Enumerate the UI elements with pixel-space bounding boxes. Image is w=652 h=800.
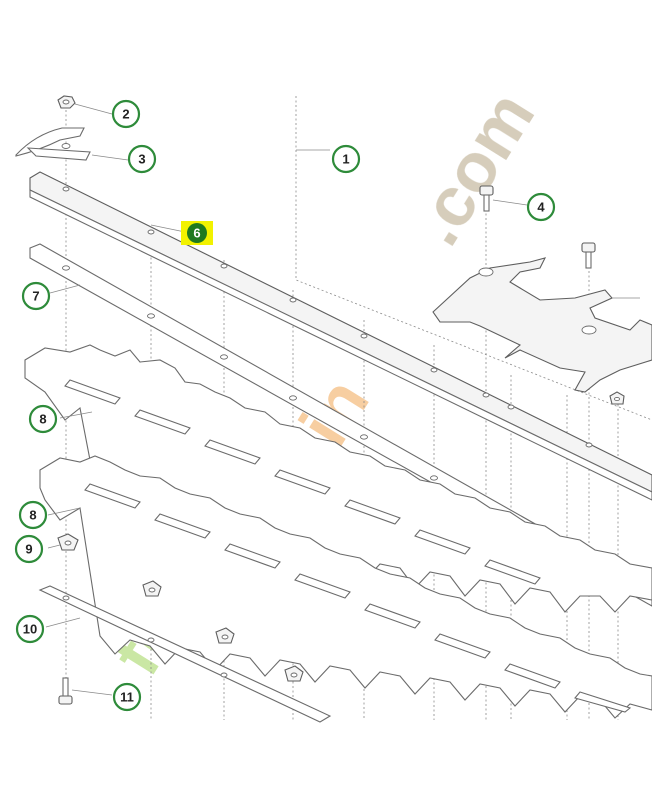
square-nut: [57, 533, 79, 551]
assembly-outline: [295, 96, 652, 421]
callout-label: 9: [25, 542, 32, 557]
part-square-nuts: [47, 533, 304, 682]
callout-label: 11: [120, 690, 134, 705]
callout-label: 2: [122, 107, 129, 122]
callout-10: 10: [15, 614, 45, 644]
part-lower-strip: [38, 585, 332, 723]
rail-holes: [62, 186, 593, 448]
callout-3: 3: [127, 144, 157, 174]
callout-1: 1: [331, 144, 361, 174]
square-nut: [142, 580, 162, 597]
bracket-bolt: [581, 242, 596, 269]
callout-label: 6: [193, 226, 200, 241]
part-guide-plate: [15, 127, 129, 161]
callout-label: 4: [537, 200, 545, 215]
callout-label: 10: [23, 622, 37, 637]
callout-8-lower: 8: [18, 500, 48, 530]
part-nut: [57, 95, 113, 115]
part-top-rail: [29, 171, 652, 501]
callout-4: 4: [526, 192, 556, 222]
bracket-nut: [609, 391, 625, 405]
square-nut: [284, 665, 304, 682]
callout-label: 3: [138, 152, 145, 167]
watermark-part-com: .com: [397, 78, 550, 258]
part-handle-bracket: [432, 185, 652, 405]
callout-11: 11: [112, 682, 142, 712]
callout-8-upper: 8: [28, 404, 58, 434]
callout-7: 7: [21, 281, 51, 311]
callout-6-highlighted: 6: [181, 221, 213, 245]
callout-9: 9: [14, 534, 44, 564]
part-bolt: [58, 677, 113, 705]
bracket-bolt: [479, 185, 528, 212]
part-blade-lower: [39, 455, 652, 719]
callout-label: 8: [29, 508, 36, 523]
callout-label: 1: [342, 152, 349, 167]
square-nut: [215, 627, 235, 644]
callout-label: 7: [32, 289, 39, 304]
callout-2: 2: [111, 99, 141, 129]
callout-label: 8: [39, 412, 46, 427]
callouts: 1 2 3 4 6 7 8 8: [14, 99, 556, 712]
